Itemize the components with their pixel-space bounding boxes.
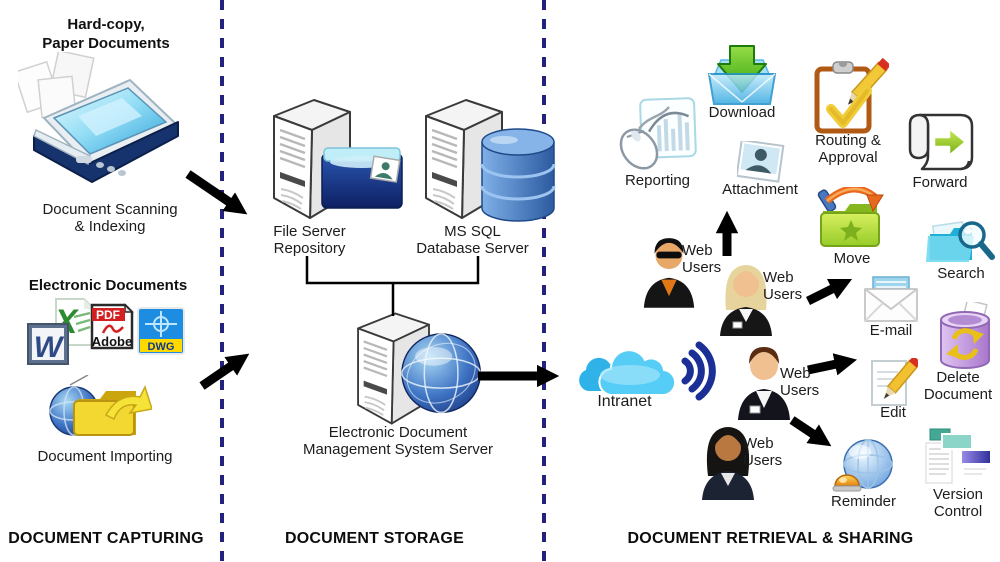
intranet-cloud-icon (579, 349, 677, 397)
search-label: Search (937, 265, 985, 282)
edms-server-label: Electronic Document Management System Se… (302, 424, 494, 458)
intranet-label: Intranet (597, 393, 652, 410)
web-users-label-1: Web Users (682, 242, 722, 276)
sql-server-icon (424, 98, 556, 222)
web-user-4-icon (702, 427, 754, 500)
document-importing-icon (49, 375, 152, 436)
edit-label: Edit (880, 404, 906, 421)
file-server-label: File Server Repository (273, 223, 346, 257)
scanner-icon (18, 52, 179, 183)
web-users-label-2: Web Users (763, 269, 803, 303)
routing-approval-icon (814, 57, 889, 134)
pdf-text: PDF (96, 308, 120, 322)
importing-label: Document Importing (37, 448, 173, 465)
web-user-1-icon (643, 238, 695, 308)
web-user-3-icon (738, 347, 790, 420)
separator-capturing-storage (220, 0, 224, 562)
capturing-section-header: DOCUMENT CAPTURING (8, 530, 204, 547)
forward-icon (908, 113, 974, 171)
reminder-label: Reminder (830, 493, 897, 510)
routing-approval-label: Routing & Approval (815, 132, 881, 166)
word-letter: W (34, 331, 65, 364)
separator-storage-retrieval (542, 0, 546, 562)
electronic-docs-title: Electronic Documents (28, 277, 188, 294)
download-label: Download (708, 104, 776, 121)
web-users-label-4: Web Users (743, 435, 783, 469)
search-icon (926, 221, 995, 262)
word-file-icon: W (27, 323, 69, 365)
retrieval-section-header: DOCUMENT RETRIEVAL & SHARING (627, 530, 914, 547)
sql-server-label: MS SQL Database Server (416, 223, 529, 257)
email-label: E-mail (869, 322, 913, 339)
hardcopy-title: Hard-copy, Paper Documents (42, 16, 170, 52)
wifi-signal-icon (681, 341, 716, 401)
reporting-label: Reporting (624, 172, 691, 189)
dwg-text: DWG (148, 341, 175, 353)
pdf-file-icon: PDF Adobe (90, 303, 134, 350)
adobe-text: Adobe (92, 334, 132, 349)
forward-label: Forward (912, 174, 968, 191)
web-user-2-icon (720, 265, 772, 336)
delete-document-icon (940, 302, 990, 369)
file-server-icon (272, 98, 403, 220)
version-control-icon (925, 428, 990, 484)
download-icon (707, 45, 777, 105)
move-label: Move (833, 250, 871, 267)
attachment-label: Attachment (722, 181, 798, 198)
storage-section-header: DOCUMENT STORAGE (285, 530, 464, 547)
web-users-label-3: Web Users (780, 365, 820, 399)
delete-document-label: Delete Document (923, 369, 993, 403)
move-icon (817, 187, 884, 247)
version-control-label: Version Control (932, 486, 984, 520)
attachment-icon (737, 141, 785, 183)
edms-server-icon (356, 312, 482, 425)
scanning-label: Document Scanning & Indexing (42, 201, 178, 235)
dwg-file-icon: DWG (137, 307, 185, 355)
edit-icon (871, 358, 918, 406)
reminder-icon (832, 439, 893, 492)
reporting-icon (619, 97, 697, 170)
email-icon (864, 276, 918, 322)
